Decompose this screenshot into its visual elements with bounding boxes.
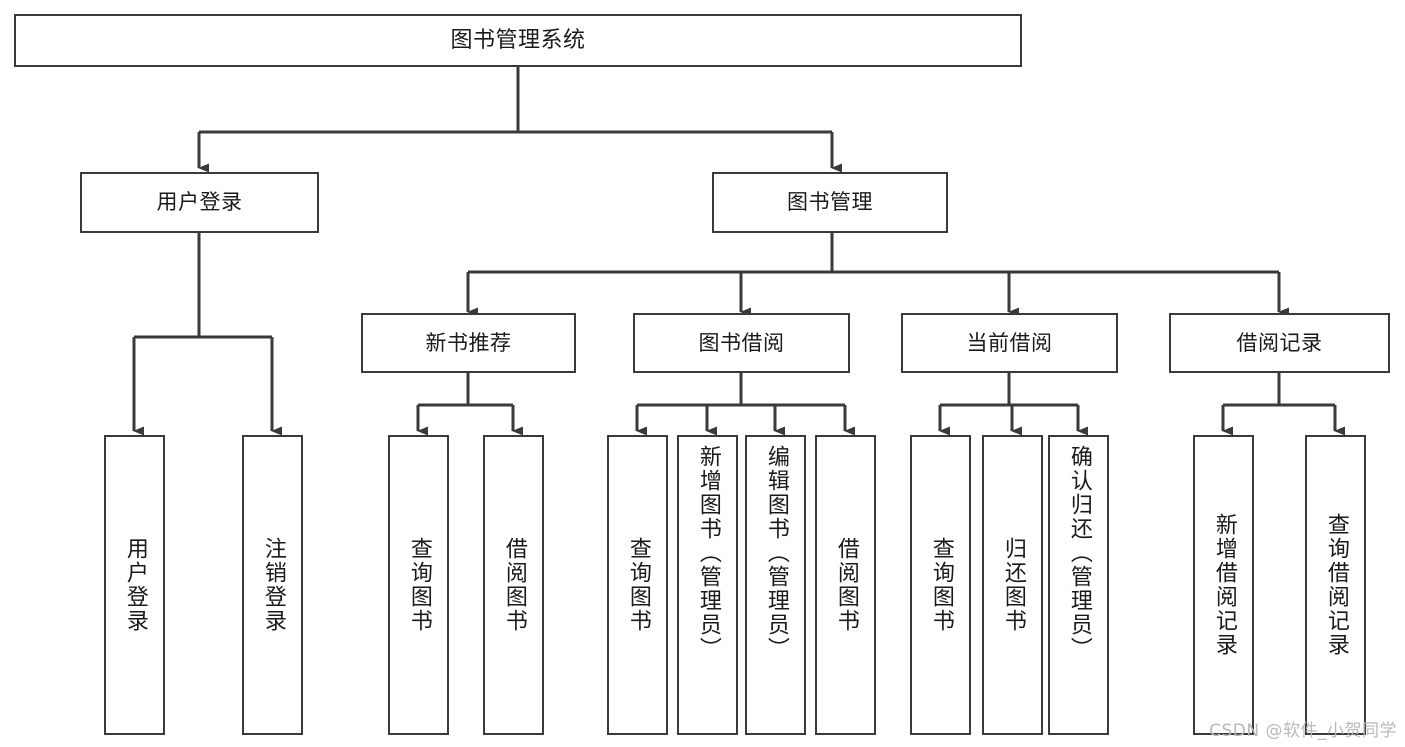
node-leaf-logout[interactable]: 注销登录: [242, 435, 303, 735]
node-label: 当前借阅: [966, 330, 1053, 355]
node-leaf-add-borrow-record[interactable]: 新增借阅记录: [1193, 435, 1254, 735]
node-label: 查询图书: [406, 537, 432, 633]
node-book-management[interactable]: 图书管理: [712, 172, 948, 233]
node-label: 用户登录: [156, 190, 243, 215]
node-leaf-query-book-borrow[interactable]: 查询图书: [607, 435, 668, 735]
node-new-book-recommend[interactable]: 新书推荐: [361, 313, 576, 373]
node-label: 借阅图书: [833, 537, 859, 633]
node-user-login[interactable]: 用户登录: [80, 172, 319, 233]
node-label: 注销登录: [260, 537, 286, 633]
node-borrow-record[interactable]: 借阅记录: [1169, 313, 1390, 373]
node-label: 新增图书（管理员）: [695, 445, 721, 661]
node-label: 查询借阅记录: [1323, 513, 1349, 657]
node-label: 借阅图书: [501, 537, 527, 633]
node-leaf-query-book-newbook[interactable]: 查询图书: [388, 435, 449, 735]
node-leaf-query-borrow-record[interactable]: 查询借阅记录: [1305, 435, 1366, 735]
node-label: 用户登录: [122, 537, 148, 633]
node-label: 图书管理系统: [450, 27, 586, 53]
node-leaf-confirm-return-admin[interactable]: 确认归还（管理员）: [1048, 435, 1109, 735]
node-leaf-borrow-book-newbook[interactable]: 借阅图书: [483, 435, 544, 735]
node-leaf-return-book[interactable]: 归还图书: [982, 435, 1043, 735]
node-label: 新书推荐: [425, 330, 512, 355]
node-label: 归还图书: [1000, 537, 1026, 633]
node-label: 借阅记录: [1236, 330, 1323, 355]
node-leaf-borrow-book[interactable]: 借阅图书: [815, 435, 876, 735]
watermark-text: CSDN @软件_小贺同学: [1209, 721, 1397, 741]
node-leaf-edit-book-admin[interactable]: 编辑图书（管理员）: [745, 435, 806, 735]
node-root-book-management-system[interactable]: 图书管理系统: [14, 14, 1022, 67]
node-label: 图书管理: [787, 190, 873, 215]
node-label: 图书借阅: [698, 330, 785, 355]
node-label: 编辑图书（管理员）: [763, 445, 789, 661]
node-label: 新增借阅记录: [1211, 513, 1237, 657]
node-current-borrow[interactable]: 当前借阅: [901, 313, 1118, 373]
node-label: 确认归还（管理员）: [1066, 445, 1092, 661]
node-leaf-add-book-admin[interactable]: 新增图书（管理员）: [677, 435, 738, 735]
node-label: 查询图书: [625, 537, 651, 633]
node-leaf-user-login[interactable]: 用户登录: [104, 435, 165, 735]
node-label: 查询图书: [928, 537, 954, 633]
node-book-borrow[interactable]: 图书借阅: [633, 313, 850, 373]
node-leaf-query-book-current[interactable]: 查询图书: [910, 435, 971, 735]
